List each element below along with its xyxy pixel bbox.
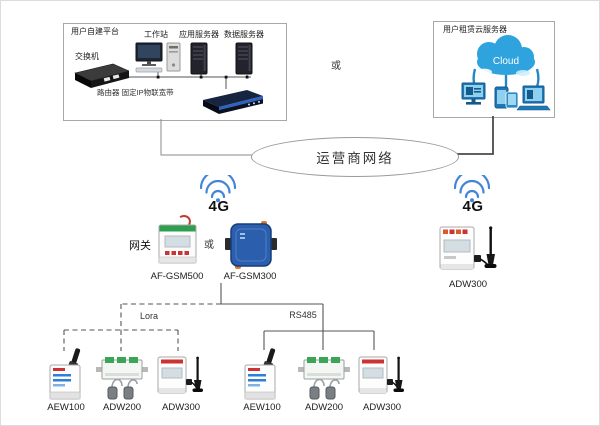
adw300-device-icon <box>156 351 204 399</box>
router-label: 路由器 固定IP物联宽带 <box>97 88 174 97</box>
or-gateway-label: 或 <box>204 240 214 251</box>
gateway-label: 网关 <box>129 240 151 252</box>
rs485-bus-label: RS485 <box>289 310 317 320</box>
right-4g-label: 4G <box>462 198 484 215</box>
cloud-platform-title: 用户租赁云服务器 <box>443 25 507 34</box>
app-server-label: 应用服务器 <box>179 30 219 39</box>
lora-device-label-adw300: ADW300 <box>161 402 201 413</box>
carrier-network-label: 运营商网络 <box>316 151 394 166</box>
rs485-device-label-aew100: AEW100 <box>243 402 281 413</box>
cloud-client-laptop-icon <box>516 85 551 111</box>
cloud-shape <box>477 35 535 75</box>
aew100-device-icon <box>46 347 90 403</box>
switch-icon <box>71 61 130 91</box>
app-server-icon <box>190 42 208 76</box>
connector-cloudbox-to-network <box>457 116 494 155</box>
workstation-icon <box>134 41 182 75</box>
af-gsm300-device-icon <box>225 221 277 269</box>
data-server-icon <box>235 42 253 76</box>
adw300-device-icon <box>357 351 405 399</box>
af-gsm500-label: AF-GSM500 <box>150 271 204 282</box>
lora-device-label-aew100: AEW100 <box>47 402 85 413</box>
cloud-text: Cloud <box>493 56 519 67</box>
left-4g-label: 4G <box>208 198 230 215</box>
adw200-device-icon <box>96 355 148 401</box>
carrier-network-ellipse: 运营商网络 <box>251 137 459 177</box>
af-gsm300-label: AF-GSM300 <box>223 271 277 282</box>
rs485-device-label-adw300: ADW300 <box>362 402 402 413</box>
or-top-label: 或 <box>331 61 341 72</box>
cloud-service-icon: Cloud <box>453 35 553 113</box>
lora-device-label-adw200: ADW200 <box>102 402 142 413</box>
cloud-client-monitor-icon <box>461 82 486 105</box>
rs485-device-label-adw200: ADW200 <box>304 402 344 413</box>
local-platform-title: 用户自建平台 <box>71 27 119 36</box>
switch-label: 交换机 <box>75 52 99 61</box>
workstation-label: 工作站 <box>144 30 168 39</box>
af-gsm500-device-icon <box>154 213 200 270</box>
data-server-label: 数据服务器 <box>224 30 264 39</box>
adw300-4g-device-icon <box>438 221 500 275</box>
connector-localbox-to-network <box>160 119 252 156</box>
adw200-device-icon <box>298 355 350 401</box>
lora-bus-label: Lora <box>139 311 159 321</box>
adw300-4g-label: ADW300 <box>448 279 488 290</box>
router-icon <box>201 88 265 115</box>
aew100-device-icon <box>241 347 285 403</box>
cloud-client-mobile-icon <box>494 86 519 109</box>
